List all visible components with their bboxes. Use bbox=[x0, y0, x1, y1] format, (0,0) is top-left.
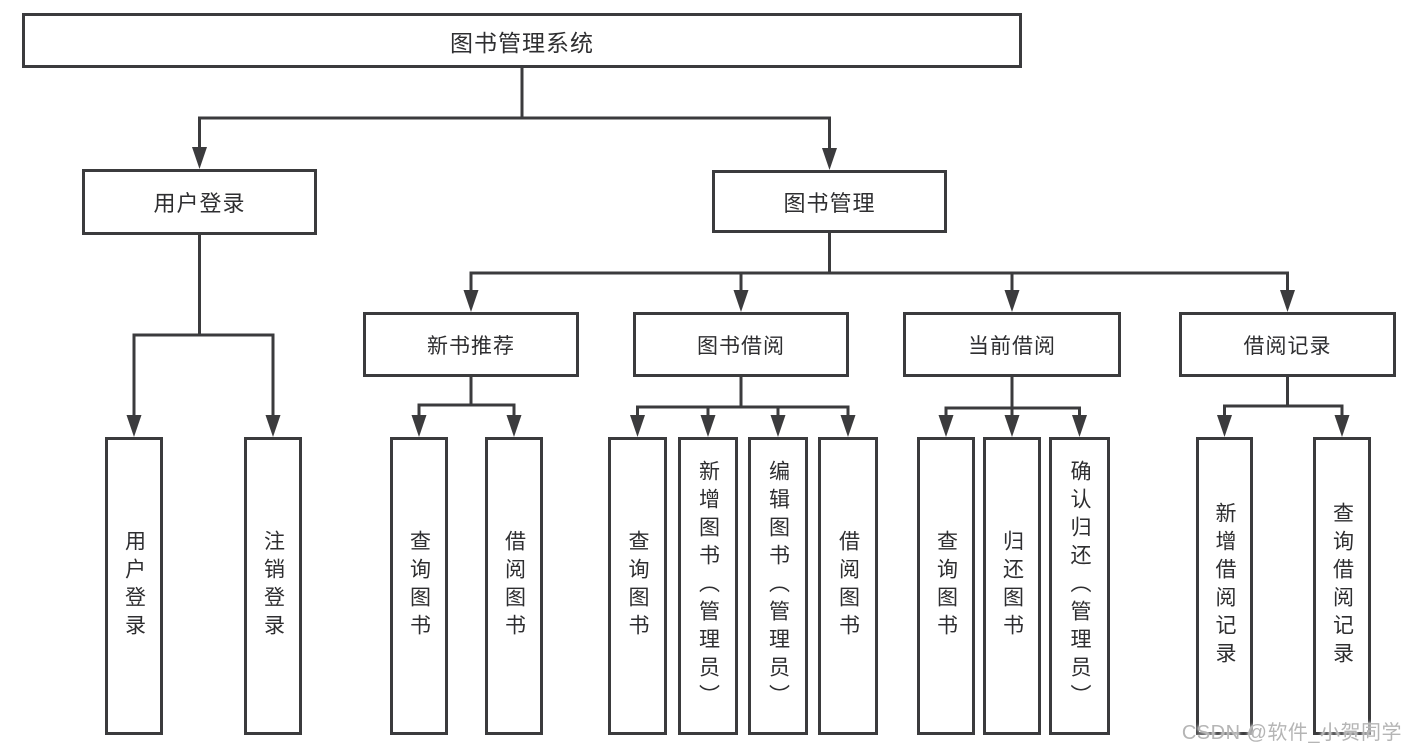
node-label: 借阅图书 bbox=[836, 530, 860, 642]
node-label: 新书推荐 bbox=[427, 334, 515, 358]
node-user-login: 用户登录 bbox=[82, 169, 317, 235]
node-label: 查询图书 bbox=[407, 530, 431, 642]
node-leaf-query-borrow-record: 查询借阅记录 bbox=[1313, 437, 1371, 735]
node-leaf-borrow-books-1: 借阅图书 bbox=[485, 437, 543, 735]
node-leaf-logout: 注销登录 bbox=[244, 437, 302, 735]
node-book-management: 图书管理 bbox=[712, 170, 947, 233]
node-label: 图书借阅 bbox=[697, 334, 785, 358]
node-new-book-recommend: 新书推荐 bbox=[363, 312, 579, 377]
node-label: 查询图书 bbox=[934, 530, 958, 642]
connector-current-borrow-branch bbox=[938, 375, 1087, 437]
node-label: 编辑图书（管理员） bbox=[766, 460, 790, 712]
node-label: 确认归还（管理员） bbox=[1068, 460, 1091, 712]
connector-new-book-branch bbox=[411, 375, 522, 437]
node-leaf-edit-books-admin: 编辑图书（管理员） bbox=[748, 437, 808, 735]
node-label: 查询图书 bbox=[626, 530, 649, 642]
node-leaf-add-borrow-record: 新增借阅记录 bbox=[1196, 437, 1253, 735]
node-leaf-add-books-admin: 新增图书（管理员） bbox=[678, 437, 738, 735]
node-label: 新增图书（管理员） bbox=[696, 460, 720, 712]
node-label: 用户登录 bbox=[153, 191, 246, 216]
node-leaf-user-login: 用户登录 bbox=[105, 437, 163, 735]
connector-borrow-records-branch bbox=[1217, 375, 1350, 437]
node-current-borrow: 当前借阅 bbox=[903, 312, 1121, 377]
node-label: 新增借阅记录 bbox=[1213, 502, 1236, 670]
csdn-watermark: CSDN @软件_小贺同学 bbox=[1181, 722, 1402, 744]
connector-book-borrow-branch bbox=[630, 375, 856, 437]
node-label: 当前借阅 bbox=[968, 334, 1056, 358]
node-label: 图书管理系统 bbox=[450, 29, 594, 56]
node-label: 注销登录 bbox=[261, 530, 285, 642]
node-label: 借阅图书 bbox=[502, 530, 526, 642]
node-leaf-return-books: 归还图书 bbox=[983, 437, 1041, 735]
node-leaf-query-books-3: 查询图书 bbox=[917, 437, 975, 735]
connector-user-login-branch bbox=[126, 233, 281, 437]
connector-book-management-branch bbox=[463, 231, 1295, 312]
node-leaf-query-books-1: 查询图书 bbox=[390, 437, 448, 735]
node-leaf-confirm-return-admin: 确认归还（管理员） bbox=[1049, 437, 1110, 735]
connector-root-to-level2 bbox=[192, 66, 837, 170]
node-label: 用户登录 bbox=[122, 530, 146, 642]
node-borrow-records: 借阅记录 bbox=[1179, 312, 1396, 377]
node-book-borrow: 图书借阅 bbox=[633, 312, 849, 377]
node-library-management-system: 图书管理系统 bbox=[22, 13, 1022, 68]
node-leaf-query-books-2: 查询图书 bbox=[608, 437, 667, 735]
node-label: 图书管理 bbox=[783, 190, 876, 216]
node-label: 归还图书 bbox=[1000, 530, 1024, 642]
node-leaf-borrow-books-2: 借阅图书 bbox=[818, 437, 878, 735]
node-label: 查询借阅记录 bbox=[1330, 502, 1354, 670]
node-label: 借阅记录 bbox=[1243, 334, 1332, 358]
